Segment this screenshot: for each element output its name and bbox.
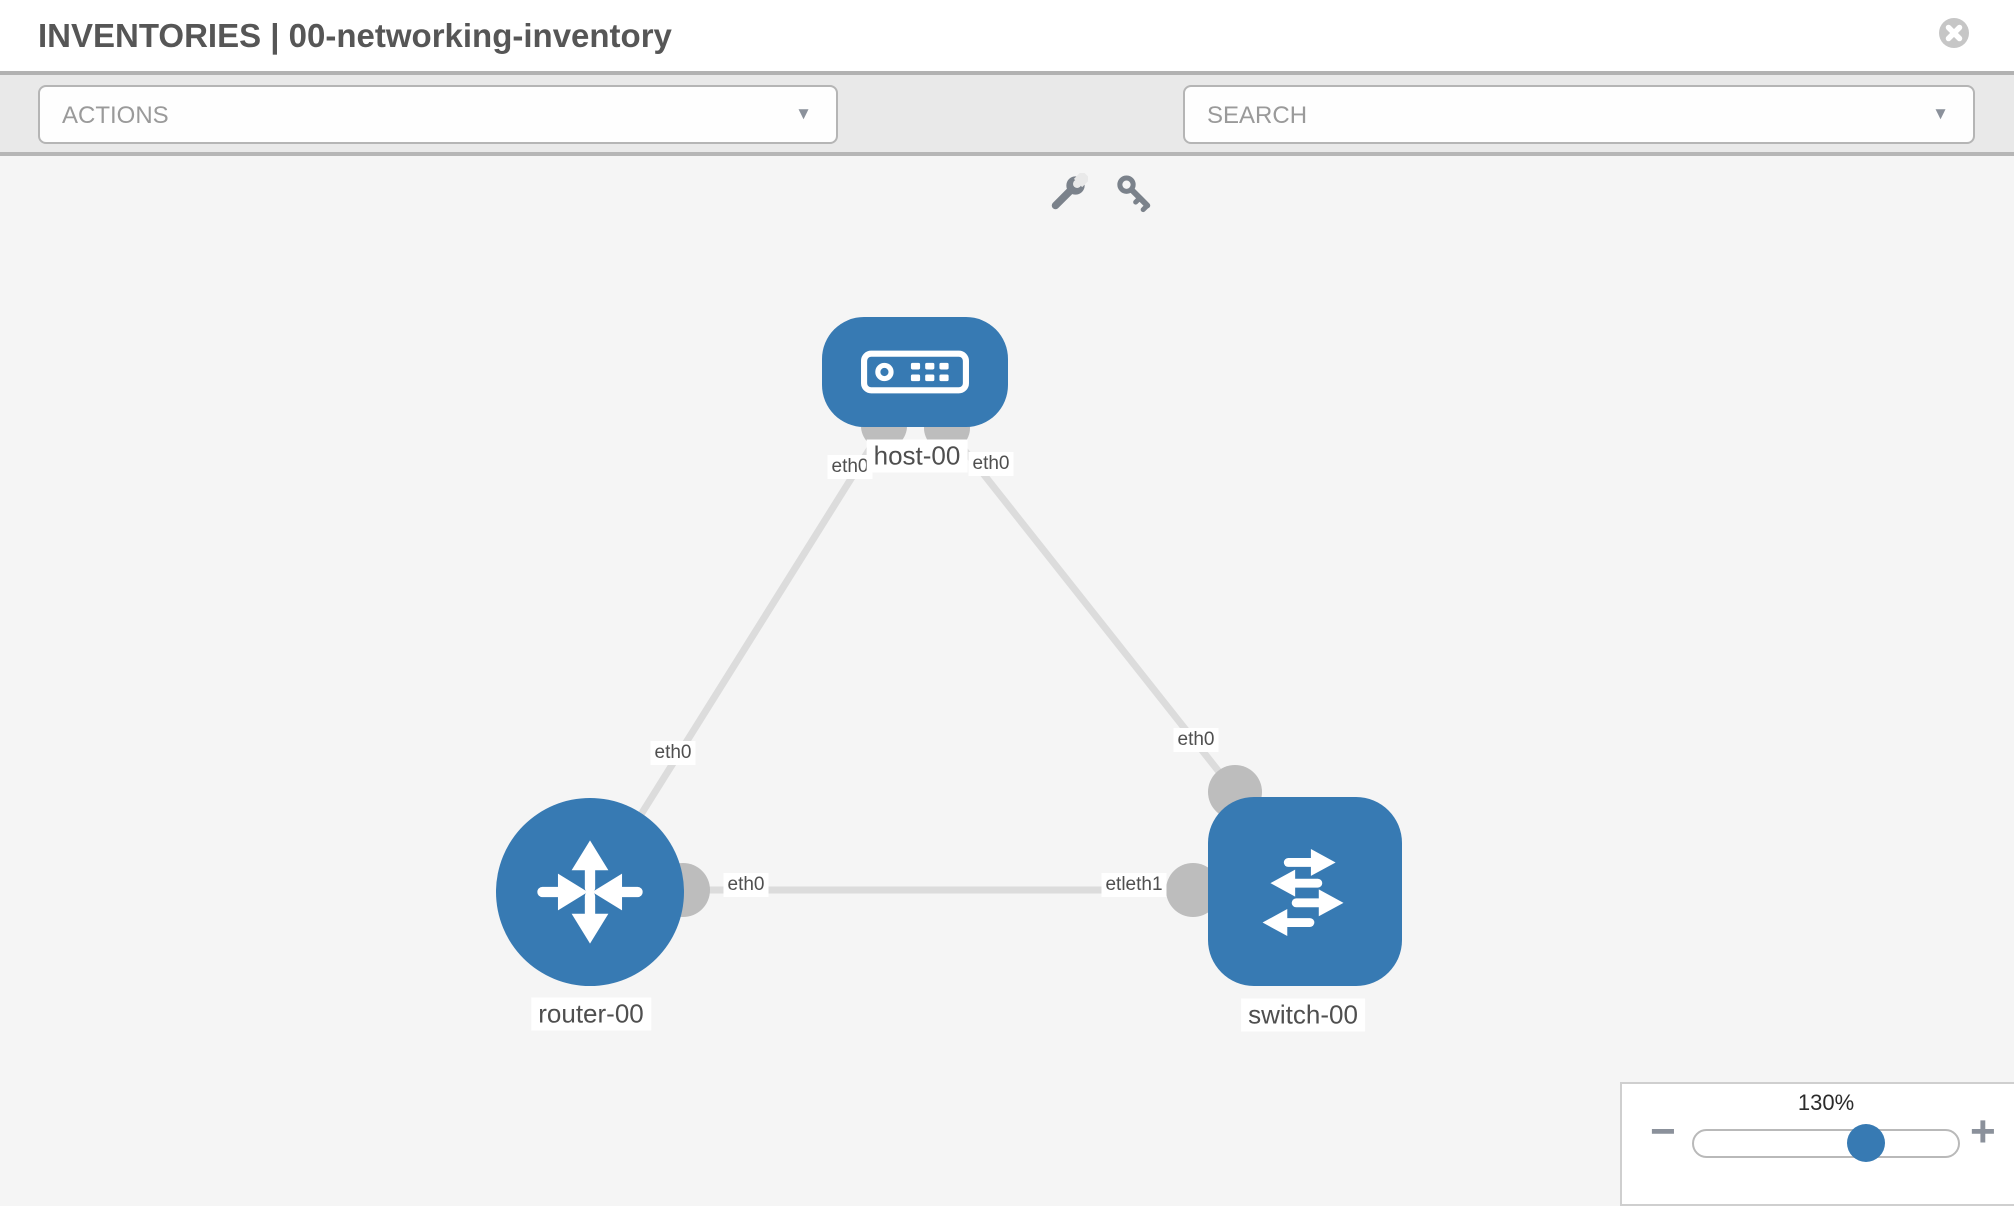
topology-canvas[interactable]	[0, 156, 2014, 1200]
zoom-out-button[interactable]: −	[1650, 1107, 1676, 1156]
actions-dropdown[interactable]: ▼	[38, 85, 838, 144]
actions-input[interactable]	[60, 87, 770, 144]
node-label-router-00: router-00	[531, 997, 651, 1031]
iface-label-switch-eth1: etleth1	[1101, 873, 1167, 897]
zoom-panel: 130% − +	[1620, 1082, 2014, 1206]
node-label-switch-00: switch-00	[1241, 998, 1365, 1032]
iface-label-switch-eth0: eth0	[1173, 728, 1219, 752]
node-host-00[interactable]	[822, 317, 1008, 427]
chevron-down-icon: ▼	[1932, 103, 1949, 123]
node-switch-00[interactable]	[1208, 797, 1402, 986]
wrench-icon[interactable]	[1048, 173, 1088, 213]
toolbar: ▼ ▼	[0, 75, 2014, 213]
zoom-in-button[interactable]: +	[1970, 1107, 1996, 1156]
switch-icon	[1262, 848, 1344, 936]
node-label-host-00: host-00	[866, 439, 968, 473]
key-icon[interactable]	[1114, 173, 1154, 213]
node-router-00[interactable]	[496, 798, 684, 986]
zoom-slider-thumb[interactable]	[1846, 1124, 1885, 1162]
router-icon	[537, 840, 643, 944]
chevron-down-icon: ▼	[795, 103, 812, 123]
close-icon[interactable]	[1938, 17, 1970, 49]
page-title: INVENTORIES | 00-networking-inventory	[38, 17, 672, 54]
iface-label-host-eth0-right: eth0	[968, 452, 1014, 476]
zoom-level-label: 130%	[1797, 1090, 1855, 1115]
search-input[interactable]	[1205, 87, 1907, 144]
search-dropdown[interactable]: ▼	[1183, 85, 1975, 144]
server-icon	[861, 350, 969, 394]
header: INVENTORIES | 00-networking-inventory	[0, 0, 2014, 75]
iface-label-router-eth0: eth0	[723, 873, 769, 897]
zoom-slider[interactable]	[1692, 1124, 1960, 1162]
iface-label-router-eth0-top: eth0	[650, 741, 696, 765]
